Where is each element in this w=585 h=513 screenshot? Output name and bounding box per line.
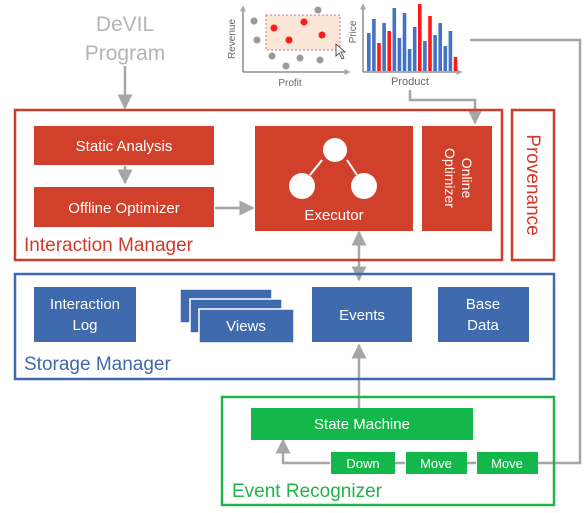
executor-graph-edge (309, 159, 323, 176)
bar (397, 38, 402, 71)
event-recognizer: State Machine Down Move Move Event Recog… (220, 395, 556, 507)
base-data-line2: Data (467, 317, 499, 334)
interaction-manager-frame (13, 108, 504, 262)
executor-graph-node (351, 173, 377, 199)
arrow-bars-to-online-optimizer (408, 90, 483, 125)
storage-manager-label: Storage Manager (24, 354, 171, 375)
bar (402, 13, 407, 71)
scatter-point (282, 62, 290, 70)
online-optimizer-box (422, 126, 492, 231)
bar (423, 41, 427, 71)
scatter-point (253, 36, 261, 44)
executor-graph-node (323, 138, 347, 162)
provenance-label: Provenance (522, 134, 543, 235)
event-recognizer-label: Event Recognizer (232, 481, 383, 502)
bar (428, 16, 432, 71)
bar (453, 57, 458, 71)
bar-x-label: Product (391, 76, 429, 88)
bar (367, 33, 371, 71)
scatter-point (318, 31, 326, 39)
devil-program-line1: DeVIL (96, 13, 154, 36)
bar (418, 4, 422, 71)
static-analysis-label: Static Analysis (76, 138, 173, 155)
offline-optimizer-label: Offline Optimizer (68, 200, 179, 217)
interaction-manager-label: Interaction Manager (24, 235, 194, 256)
devil-program-line2: Program (85, 42, 166, 65)
events-label: Events (339, 307, 385, 324)
events-box (312, 287, 412, 342)
state-machine-label: State Machine (314, 416, 410, 433)
move-event-chip-1 (406, 452, 467, 474)
provenance: Provenance (510, 108, 556, 262)
scatter-point (250, 17, 258, 25)
connectors (117, 38, 582, 465)
interaction-log-box (34, 287, 136, 342)
bar (377, 43, 381, 71)
down-event-label: Down (346, 456, 379, 471)
arrow-down-to-statemachine (275, 438, 330, 465)
provenance-frame (510, 108, 556, 262)
bar-y-label: Price (348, 20, 359, 43)
storage-manager-frame (13, 272, 556, 381)
offline-optimizer-box (34, 187, 214, 227)
cursor-icon (335, 43, 347, 60)
move-event-label-2: Move (491, 456, 523, 471)
views-box (198, 308, 295, 344)
online-optimizer-line1: Online (459, 158, 475, 199)
move-event-label-1: Move (420, 456, 452, 471)
executor-label: Executor (304, 207, 363, 224)
interaction-manager: Static Analysis Offline Optimizer Execut… (13, 108, 504, 262)
scatter-y-label: Revenue (227, 19, 238, 59)
bar (438, 23, 442, 71)
base-data-line1: Base (466, 296, 500, 313)
bar (382, 23, 386, 71)
arrow-event-feedback-loop (470, 38, 582, 465)
scatter-x-label: Profit (278, 78, 302, 89)
static-analysis-box (34, 126, 214, 165)
bar (443, 46, 448, 71)
bar (392, 8, 397, 71)
event-recognizer-frame (220, 395, 556, 507)
views-label: Views (226, 318, 266, 335)
interaction-log-line1: Interaction (50, 296, 120, 313)
scatter-point (285, 36, 293, 44)
move-event-chip-2 (477, 452, 538, 474)
scatter-point (316, 56, 324, 64)
online-optimizer-line2: Optimizer (442, 148, 458, 208)
bar-chart: Product Price (348, 3, 463, 88)
state-machine-box (251, 408, 473, 440)
scatter-chart: Profit Revenue (227, 5, 351, 89)
scatter-point (296, 54, 304, 62)
scatter-point (270, 24, 278, 32)
storage-manager: Interaction Log Views Events Base Data S… (13, 272, 556, 381)
scatter-point (314, 6, 322, 14)
bar (387, 31, 391, 71)
base-data-box (438, 287, 529, 342)
down-event-chip (331, 452, 395, 474)
bar (448, 31, 453, 71)
scatter-point (300, 18, 308, 26)
bar (412, 27, 417, 71)
bar (433, 35, 437, 71)
executor-graph-node (289, 173, 315, 199)
executor-graph-edge (346, 159, 358, 176)
bar (372, 19, 376, 71)
bar (407, 49, 412, 71)
scatter-point (268, 52, 276, 60)
interaction-log-line2: Log (72, 317, 97, 334)
